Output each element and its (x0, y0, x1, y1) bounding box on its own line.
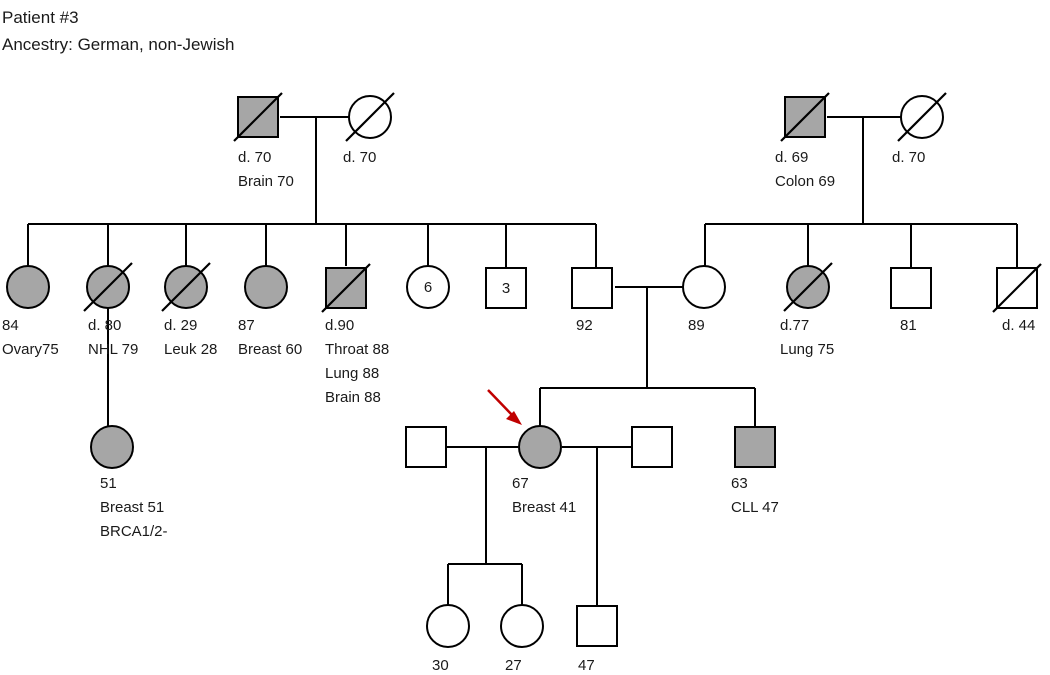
deceased-slash (780, 92, 830, 142)
individual-label: 30 (432, 657, 449, 674)
pedigree-connectors (27, 116, 1018, 605)
individual-label: d. 70 (892, 149, 925, 166)
individual-label: Breast 41 (512, 499, 576, 516)
deceased-slash (992, 263, 1042, 313)
individual-label: d. 70 (343, 149, 376, 166)
female-symbol (244, 265, 288, 309)
female-symbol (500, 604, 544, 648)
individual-label: Leuk 28 (164, 341, 217, 358)
paternal-grandfather: d. 70 Brain 70 (233, 92, 294, 190)
pedigree-individuals: d. 70 Brain 70 d. 70 d. 69 Colon 69 d. 70 84Ov… (2, 92, 1042, 674)
deceased-slash (83, 262, 133, 312)
individual-label: Lung 75 (780, 341, 834, 358)
child-2: 27 (500, 604, 544, 674)
individual-label: 84 (2, 317, 19, 334)
paternal-aunt-3: d. 29 Leuk 28 (161, 262, 217, 358)
individual-label: 63 (731, 475, 748, 492)
mother: 89 (682, 265, 726, 334)
proband-spouse-2 (631, 426, 673, 468)
individual-label: d. 70 (238, 149, 271, 166)
child-1: 30 (426, 604, 470, 674)
individual-label: d. 29 (164, 317, 197, 334)
female-symbol (426, 604, 470, 648)
patient-title: Patient #3 (2, 8, 79, 27)
individual-label: Breast 51 (100, 499, 164, 516)
individual-label: 87 (238, 317, 255, 334)
individual-label: Throat 88 (325, 341, 389, 358)
proband-arrow (487, 389, 522, 425)
individual-label: NHL 79 (88, 341, 138, 358)
individual-label: Colon 69 (775, 173, 835, 190)
proband-spouse-1 (405, 426, 447, 468)
individual-label: BRCA1/2- (100, 523, 168, 540)
individual-label: Lung 88 (325, 365, 379, 382)
child-3: 47 (576, 605, 618, 674)
individual-label: d. 69 (775, 149, 808, 166)
maternal-grandfather: d. 69 Colon 69 (775, 92, 835, 190)
paternal-grandmother: d. 70 (343, 92, 395, 166)
sibling-count: 6 (424, 279, 432, 296)
male-symbol (890, 267, 932, 309)
deceased-slash (345, 92, 395, 142)
individual-label: CLL 47 (731, 499, 779, 516)
male-symbol (571, 267, 613, 309)
maternal-uncle-2: d. 44 (992, 263, 1042, 334)
male-symbol (734, 426, 776, 468)
female-symbol (90, 425, 134, 469)
deceased-slash (161, 262, 211, 312)
individual-label: 27 (505, 657, 522, 674)
individual-label: Brain 70 (238, 173, 294, 190)
individual-label: 47 (578, 657, 595, 674)
individual-label: Breast 60 (238, 341, 302, 358)
individual-label: 51 (100, 475, 117, 492)
maternal-uncle-1: 81 (890, 267, 932, 334)
female-symbol (406, 265, 450, 309)
male-symbol (485, 267, 527, 309)
individual-label: 67 (512, 475, 529, 492)
individual-label: d. 80 (88, 317, 121, 334)
deceased-slash (783, 262, 833, 312)
male-symbol (631, 426, 673, 468)
paternal-aunt-2: d. 80 NHL 79 (83, 262, 138, 358)
sibling-count: 3 (502, 280, 510, 297)
ancestry-label: Ancestry: German, non-Jewish (2, 35, 235, 54)
female-symbol (682, 265, 726, 309)
maternal-grandmother: d. 70 (892, 92, 947, 166)
individual-label: 92 (576, 317, 593, 334)
individual-label: 89 (688, 317, 705, 334)
paternal-uncles-group: 3 (485, 267, 527, 309)
paternal-aunts-group: 6 (406, 265, 450, 309)
individual-label: 81 (900, 317, 917, 334)
male-symbol (405, 426, 447, 468)
individual-label: d.90 (325, 317, 354, 334)
individual-label: Ovary75 (2, 341, 59, 358)
female-symbol (518, 425, 562, 469)
pedigree-header: Patient #3 Ancestry: German, non-Jewish (2, 4, 234, 58)
deceased-slash (233, 92, 283, 142)
father: 92 (571, 267, 613, 334)
individual-label: d.77 (780, 317, 809, 334)
male-symbol (576, 605, 618, 647)
individual-label: d. 44 (1002, 317, 1035, 334)
deceased-slash (897, 92, 947, 142)
female-symbol (6, 265, 50, 309)
individual-label: Brain 88 (325, 389, 381, 406)
deceased-slash (321, 263, 371, 313)
